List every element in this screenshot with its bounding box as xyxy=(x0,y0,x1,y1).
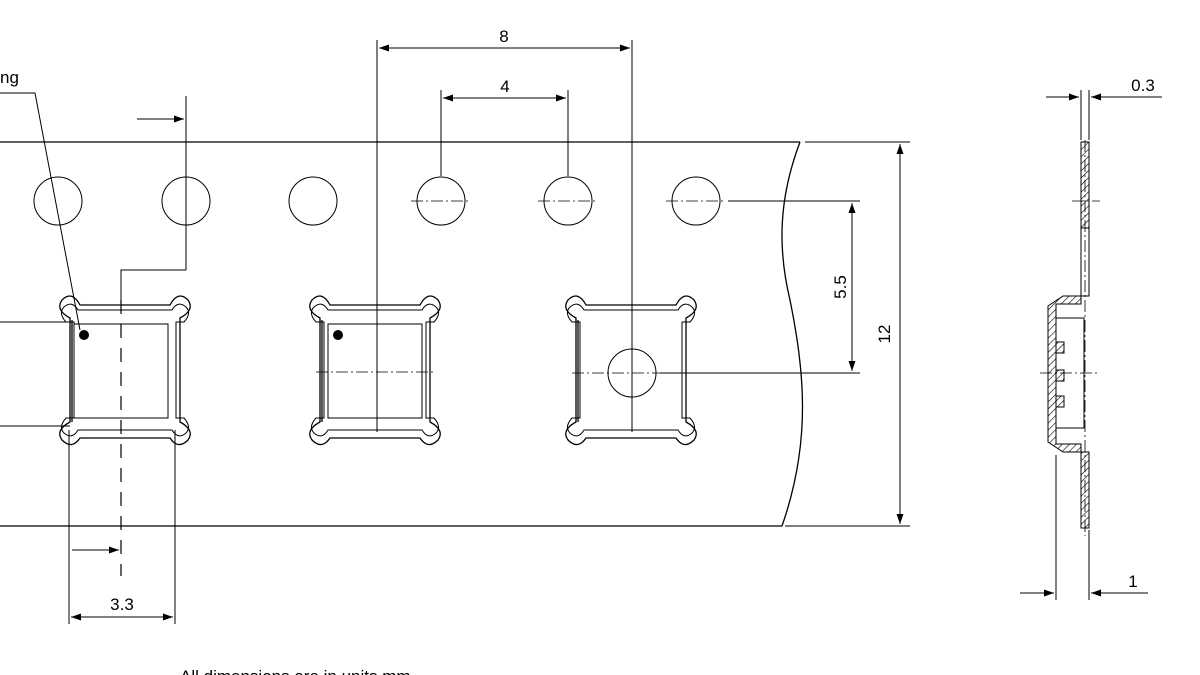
pocket-1 xyxy=(59,295,191,446)
dimension-4: 4 xyxy=(440,77,569,176)
side-view xyxy=(1040,140,1100,536)
dimension-label-1: 1 xyxy=(1128,572,1137,591)
pocket-inner-outline xyxy=(310,303,440,437)
component-lead xyxy=(1055,341,1065,354)
pocket-inner-outline xyxy=(566,303,696,437)
dimension-1: 1 xyxy=(1020,455,1148,600)
sprocket-holes xyxy=(33,171,726,231)
marking-leader xyxy=(0,92,81,331)
dimension-label-8: 8 xyxy=(499,27,508,46)
pocket-inner-outline xyxy=(60,303,190,437)
dimension-5-5: 5.5 xyxy=(660,200,860,374)
dimension-3-3: 3.3 xyxy=(68,430,176,624)
carrier-tape xyxy=(0,141,804,527)
pocket-2 xyxy=(309,295,441,446)
pocket-outline xyxy=(59,295,191,446)
dimension-label-0-3: 0.3 xyxy=(1131,76,1155,95)
component-body xyxy=(327,323,423,419)
dimension-12: 12 xyxy=(785,141,910,527)
marking-label: ng xyxy=(0,68,19,87)
tape-break-line xyxy=(781,141,804,527)
pin1-marker-dot xyxy=(79,330,89,340)
pocket-3 xyxy=(565,295,697,446)
dimension-label-12: 12 xyxy=(875,325,894,344)
pocket-outline xyxy=(565,295,697,446)
pin1-marker-dot xyxy=(333,330,343,340)
reference-datum xyxy=(72,96,187,576)
dimension-8: 8 xyxy=(376,27,633,432)
pocket-outline xyxy=(309,295,441,446)
dimension-label-4: 4 xyxy=(500,77,509,96)
units-note: All dimensions are in units mm xyxy=(180,667,411,675)
sprocket-hole xyxy=(288,176,338,226)
dimension-label-5-5: 5.5 xyxy=(831,275,850,299)
pocket-wall-hatch xyxy=(1047,295,1082,453)
component-lead xyxy=(1055,395,1065,408)
dimension-label-3-3: 3.3 xyxy=(110,595,134,614)
component-lead xyxy=(1055,369,1065,382)
marking-callout: ng xyxy=(0,68,81,427)
dimension-0-3: 0.3 xyxy=(1046,76,1162,140)
datum-jog xyxy=(120,269,186,300)
sprocket-hole xyxy=(33,176,83,226)
